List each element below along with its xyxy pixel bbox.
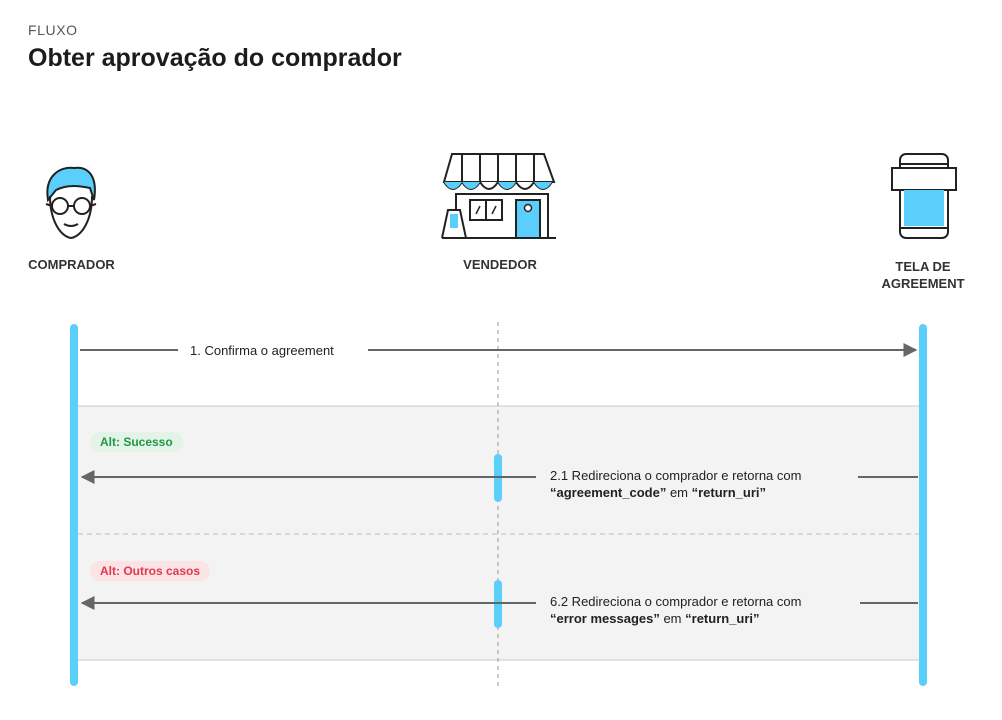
flow-eyebrow: FLUXO [28,22,78,38]
actor-label-seller: VENDEDOR [463,257,537,272]
message-6-2-mid: em [659,611,686,626]
page-title: Obter aprovação do comprador [28,44,402,72]
message-6-2-line1: 6.2 Redireciona o comprador e retorna co… [550,594,802,609]
message-6-2-errors: “error messages” [550,611,660,626]
message-2-1: 2.1 Redireciona o comprador e retorna co… [550,467,850,501]
message-2-1-line1: 2.1 Redireciona o comprador e retorna co… [550,468,802,483]
message-6-2-uri: “return_uri” [685,611,760,626]
alt-success-badge: Alt: Sucesso [90,432,183,452]
message-2-1-mid: em [666,485,692,500]
message-2-1-uri: “return_uri” [691,485,767,500]
message-2-1-line2: “agreement_code” em “return_uri” [550,484,850,501]
actor-label-screen-line2: AGREEMENT [881,276,965,291]
message-6-2: 6.2 Redireciona o comprador e retorna co… [550,593,855,627]
message-2-1-code: “agreement_code” [550,485,667,500]
mobile-screen-icon [891,153,957,239]
actor-label-screen-line1: TELA DE [895,259,951,274]
buyer-avatar-icon [45,166,97,240]
message-1: 1. Confirma o agreement [190,343,334,358]
message-6-2-line2: “error messages” em “return_uri” [550,610,855,627]
actor-label-buyer: COMPRADOR [28,257,115,272]
actor-label-screen: TELA DE AGREEMENT [868,258,978,292]
alt-other-badge: Alt: Outros casos [90,561,211,581]
storefront-icon [441,153,556,239]
